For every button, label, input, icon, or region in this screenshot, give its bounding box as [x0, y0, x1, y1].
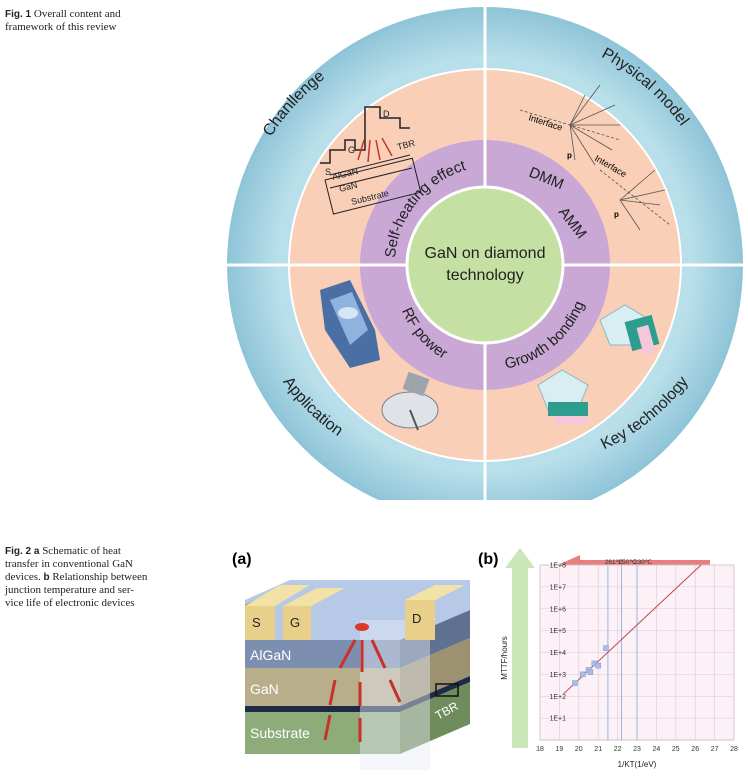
- heat-flow-arrows: [323, 639, 402, 742]
- data-point: [579, 671, 586, 678]
- hotspot: [355, 623, 369, 631]
- algan-line: [329, 154, 411, 176]
- y-tick-label: 1E+1: [549, 716, 566, 723]
- schematic-s: S: [252, 615, 261, 630]
- y-axis-label: MTTF/hours: [500, 636, 509, 680]
- data-point: [603, 645, 609, 651]
- gan-layer: [245, 668, 400, 706]
- vehicle-image: [320, 280, 380, 368]
- schematic-substrate: Substrate: [250, 725, 310, 741]
- gan-side: [400, 638, 470, 706]
- x-tick-label: 24: [653, 746, 661, 753]
- panel-a-label: (a): [232, 551, 252, 568]
- center-title-line2: technology: [446, 267, 523, 284]
- drain-contact: [405, 600, 435, 640]
- schematic-algan: AlGaN: [250, 647, 291, 663]
- fig1-diagram: GaN on diamond technology Self-heating e…: [227, 7, 743, 500]
- x-tick-label: 28: [730, 746, 738, 753]
- source-contact: [245, 606, 275, 640]
- fig2-caption-line2: transfer in conventional GaN: [5, 558, 133, 570]
- schematic-gan: GaN: [250, 681, 279, 697]
- heat-column: [360, 620, 430, 770]
- fig2-caption-line3: devices.: [5, 571, 41, 583]
- fig2-caption-b: b: [43, 572, 50, 583]
- fig2-caption-label: Fig. 2: [5, 546, 32, 557]
- device-s: S: [325, 167, 331, 177]
- device-gan: GaN: [338, 180, 358, 194]
- x-tick-label: 20: [575, 746, 583, 753]
- schematic-d: D: [412, 611, 421, 626]
- y-tick-label: 1E+6: [549, 606, 566, 613]
- temperature-label: 230℃: [634, 559, 653, 566]
- scattering-sketch-2: [599, 169, 671, 231]
- gate-contact: [283, 606, 311, 640]
- y-tick-label: 1E+4: [549, 650, 566, 657]
- data-point: [572, 680, 578, 686]
- fig2-caption-line4: junction temperature and ser-: [5, 584, 134, 596]
- device-tbr: TBR: [396, 138, 416, 152]
- device-g: G: [348, 145, 355, 155]
- fig2-caption: Fig. 2 a Schematic of heat transfer in c…: [5, 545, 180, 610]
- x-tick-label: 19: [556, 746, 564, 753]
- heat-arrows: [357, 137, 393, 163]
- fig2-caption-a: a: [33, 546, 40, 557]
- y-tick-label: 1E+7: [549, 584, 566, 591]
- diamond-image-2: [537, 369, 589, 424]
- temperature-label: 250℃: [618, 559, 637, 566]
- temperature-label: 261℃: [605, 559, 624, 566]
- device-d: D: [383, 109, 390, 119]
- satellite-image: [381, 371, 439, 431]
- substrate-side: [400, 682, 470, 754]
- tbr-side: [400, 676, 470, 712]
- x-ticks: 18 19 20 21 22 23 24 25 26 27 28: [536, 746, 738, 753]
- fig1-caption-line1: Overall content and: [33, 8, 121, 20]
- substrate-layer: [245, 712, 400, 754]
- panel-b-label: (b): [478, 551, 498, 568]
- x-tick-label: 23: [633, 746, 641, 753]
- x-tick-label: 26: [691, 746, 699, 753]
- y-tick-label: 1E+8: [549, 563, 566, 570]
- scattering-sketch-1: [519, 84, 621, 166]
- fig2-caption-line5: vice life of electronic devices: [5, 597, 135, 609]
- schematic-block: S G D AlGaN GaN Substrate TBR: [245, 580, 470, 770]
- data-point: [595, 662, 601, 669]
- x-tick-label: 21: [594, 746, 602, 753]
- series: [562, 564, 702, 695]
- y-tick-label: 1E+5: [549, 628, 566, 635]
- p-label-2: p: [614, 210, 619, 219]
- y-tick-label: 1E+2: [549, 694, 566, 701]
- x-tick-label: 22: [614, 746, 622, 753]
- fig1-caption: Fig. 1 Overall content and framework of …: [5, 8, 165, 34]
- data-point: [587, 669, 594, 675]
- x-tick-label: 25: [672, 746, 680, 753]
- fig2-caption-line3b: Relationship between: [52, 571, 148, 583]
- fig1-caption-label: Fig. 1: [5, 9, 32, 20]
- gan-line: [329, 167, 413, 189]
- y-axis-arrow: [505, 548, 535, 748]
- diamond-image-1: [599, 304, 660, 356]
- schematic-g: G: [290, 615, 300, 630]
- fig2-caption-line1: Schematic of heat: [42, 545, 121, 557]
- center-title-line1: GaN on diamond: [425, 245, 546, 262]
- substrate-box: [324, 157, 422, 215]
- y-ticks: 1E+1 1E+2 1E+3 1E+4 1E+5 1E+6 1E+7 1E+8: [549, 563, 566, 723]
- p-label-1: p: [567, 151, 572, 160]
- tbr-box: [435, 683, 459, 697]
- fig1-caption-line2: framework of this review: [5, 21, 117, 33]
- y-tick-label: 1E+3: [549, 672, 566, 679]
- x-tick-label: 27: [711, 746, 719, 753]
- x-tick-label: 18: [536, 746, 544, 753]
- x-axis-label: 1/KT(1/eV): [618, 760, 657, 769]
- tbr-band: [245, 706, 400, 712]
